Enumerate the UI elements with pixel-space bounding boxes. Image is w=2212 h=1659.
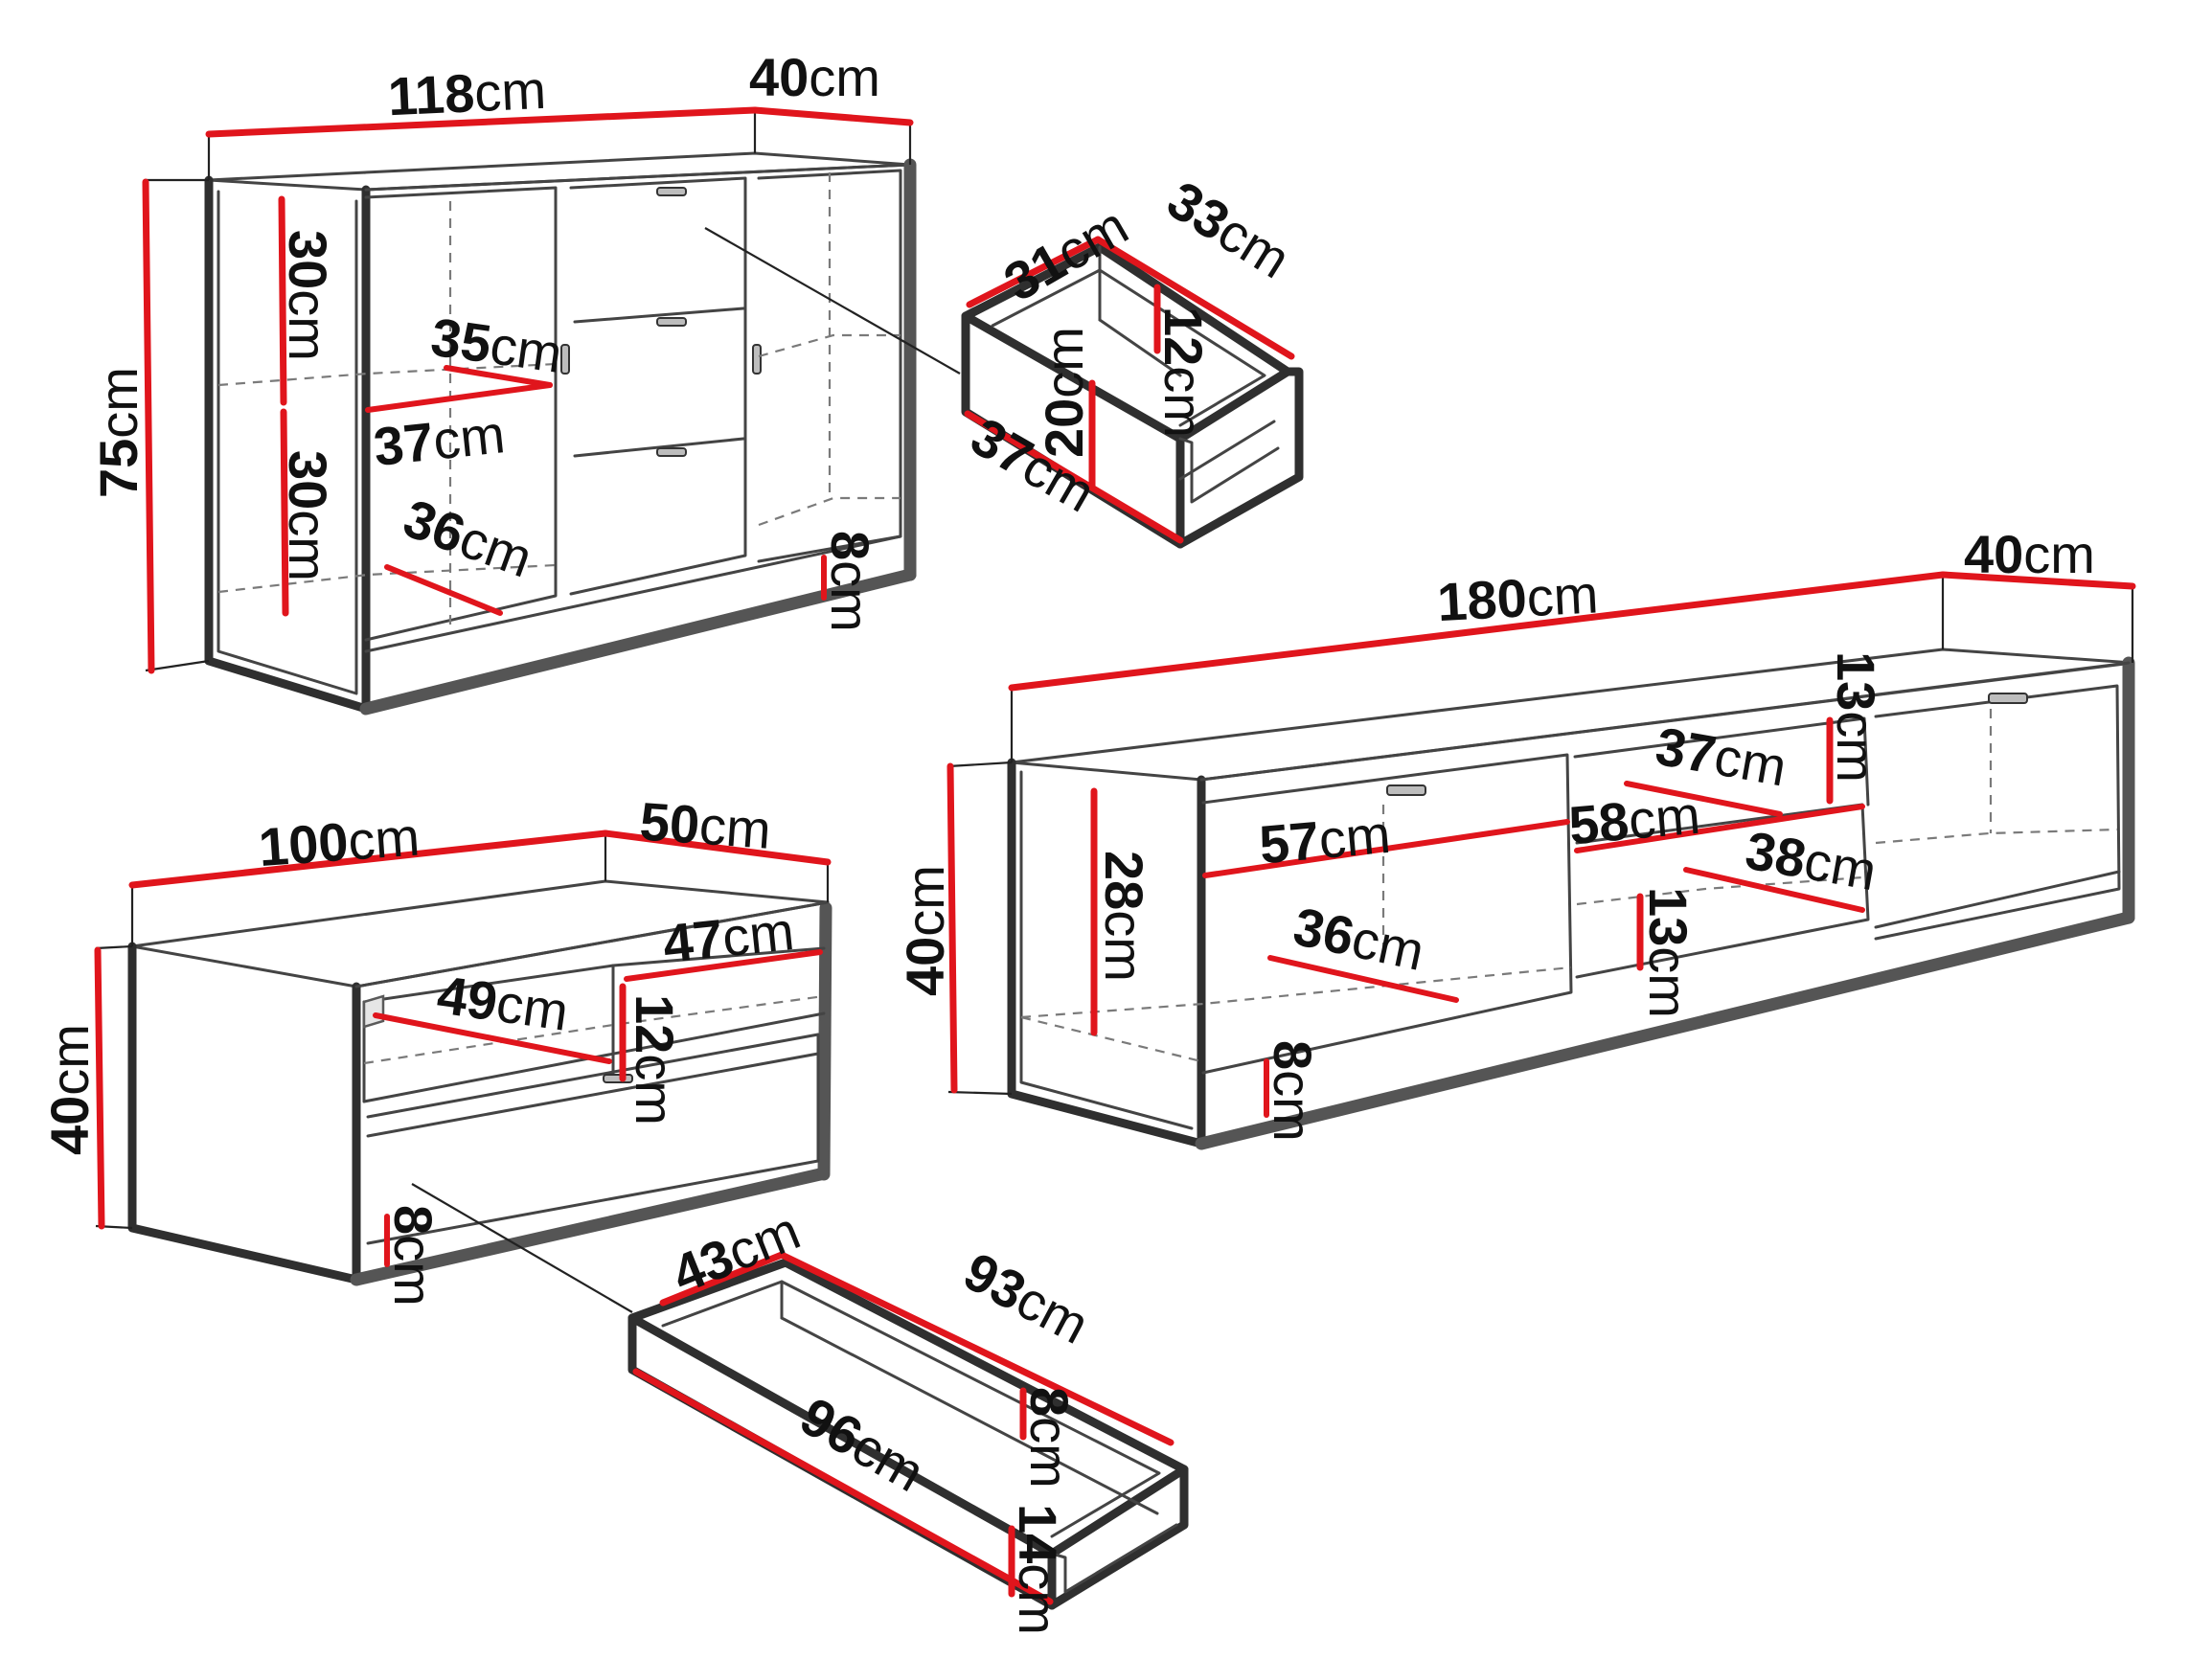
tv-unit-drawing [947,575,2135,1150]
table-drawer-dimension-lines [632,1251,1174,1605]
sideboard-width-label: 118cm [387,59,548,126]
table-drawer-inner-depth-label: 93cm [954,1240,1098,1355]
tv-unit-left-depth-label: 36cm [1288,896,1429,982]
coffee-table-shelf-width-label: 49cm [434,964,572,1041]
coffee-table-dimension-lines [94,830,832,1267]
sideboard-shelf-height-top-label: 30cm [278,230,338,361]
sideboard-dimension-lines [142,106,914,674]
sideboard-shelf-depth-label: 37cm [371,403,508,477]
tv-unit-top-gap-label: 13cm [1826,651,1886,783]
table-drawer-labels: 43cm 93cm 8cm 96cm 14cm [664,1199,1099,1635]
tv-unit-depth-label: 40cm [1964,524,2095,584]
table-drawer-front-height-label: 14cm [1008,1504,1068,1635]
coffee-table-labels: 100cm 50cm 40cm 47cm 49cm 12cm 8cm [39,790,797,1306]
table-drawer-inner-height-label: 8cm [1019,1387,1080,1489]
coffee-table-width-label: 100cm [257,807,422,878]
tv-unit-width-label: 180cm [1436,563,1600,632]
table-drawer-inner-width-label: 43cm [664,1199,809,1305]
sideboard-drawer-inner-height-label: 12cm [1153,307,1214,438]
tv-unit-shelf-depth-label: 38cm [1742,819,1881,901]
sideboard-plinth-label: 8cm [820,531,880,632]
sideboard-height-label: 75cm [88,367,148,498]
coffee-table-shelf-height-label: 12cm [625,994,685,1125]
tv-unit-inner-depth-label: 37cm [1652,716,1791,798]
tv-unit-left-height-label: 28cm [1094,851,1154,982]
coffee-table-depth-label: 50cm [638,790,773,859]
sideboard-bottom-depth-label: 36cm [397,488,540,589]
tv-unit-lower-gap-label: 13cm [1638,887,1699,1018]
tv-unit-plinth-label: 8cm [1263,1040,1323,1142]
table-drawer-front-width-label: 96cm [790,1385,934,1503]
tv-unit-height-label: 40cm [895,865,955,996]
sideboard-labels: 118cm 40cm 75cm 30cm 30cm 35cm 37cm 36cm… [88,47,880,632]
coffee-table-shelf-depth-label: 47cm [660,900,797,974]
sideboard-shelf-height-bottom-label: 30cm [278,450,338,581]
sideboard-drawer-dimension-lines [964,236,1295,544]
sideboard-shelf-width-label: 35cm [427,307,565,384]
tv-unit-labels: 180cm 40cm 40cm 13cm 37cm 57cm 58cm 28cm… [895,524,2095,1142]
sideboard-drawer-inner-width-label: 31cm [994,194,1138,312]
tv-unit-left-width-label: 57cm [1257,804,1393,875]
coffee-table-drawing [95,833,832,1313]
sideboard-drawer-inner-depth-label: 33cm [1157,169,1301,289]
coffee-table-plinth-label: 8cm [383,1205,444,1307]
sideboard-drawer-front-height-label: 20cm [1034,327,1094,458]
coffee-table-height-label: 40cm [39,1024,100,1155]
tv-unit-middle-width-label: 58cm [1566,784,1702,856]
sideboard-depth-label: 40cm [749,47,880,107]
tv-unit-dimension-lines [946,571,2136,1118]
sideboard-drawing [145,110,961,716]
